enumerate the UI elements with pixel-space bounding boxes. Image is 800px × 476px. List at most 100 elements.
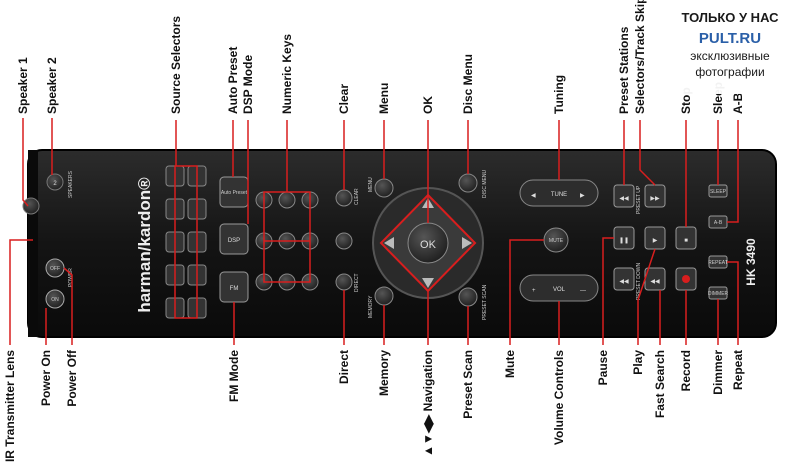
- power-buttons: OFF ON POWER: [45, 258, 74, 309]
- clear-text: CLEAR: [354, 188, 360, 205]
- label-disc-menu: Disc Menu: [461, 54, 475, 114]
- fm-text: FM: [230, 286, 239, 292]
- dsp-mode-button[interactable]: [219, 223, 249, 255]
- label-power-off: Power Off: [65, 349, 79, 407]
- power-off-text: OFF: [50, 266, 60, 272]
- a-b-text: A-B: [714, 220, 723, 226]
- preset-scan-text: PRESET SCAN: [482, 284, 488, 320]
- preset-down-icon: ◀◀: [619, 279, 629, 285]
- numeric-key-zero[interactable]: [335, 232, 353, 250]
- tune-text: TUNE: [551, 192, 567, 198]
- clear-button[interactable]: [335, 189, 353, 207]
- ok-text: OK: [420, 239, 437, 251]
- label-speaker-2: Speaker 2: [45, 57, 59, 114]
- label-mute: Mute: [503, 350, 517, 378]
- disc-menu-button[interactable]: [458, 173, 478, 193]
- callout-line: [637, 248, 656, 345]
- numeric-key[interactable]: [278, 191, 296, 209]
- preset-up-text: PRESET UP: [636, 185, 642, 214]
- callout-bracket: [174, 165, 198, 319]
- sleep-text: SLEEP: [710, 189, 727, 195]
- label-dsp-mode: DSP Mode: [241, 55, 255, 114]
- speakers-text: SPEAKERS: [68, 170, 74, 198]
- label-fast-search: Fast Search: [653, 350, 667, 418]
- watermark-line1: ТОЛЬКО У НАС: [681, 10, 779, 25]
- brand-logo: harman/kardon®: [135, 177, 154, 313]
- callout-line: [509, 239, 544, 345]
- label-repeat: Repeat: [731, 350, 745, 390]
- menu-button[interactable]: [374, 178, 394, 198]
- label-fm-mode: FM Mode: [227, 350, 241, 402]
- disc-menu-text: DISC MENU: [482, 170, 488, 198]
- speaker-1-button[interactable]: [22, 197, 40, 215]
- callout-lines-top: [22, 118, 739, 319]
- tune-up-icon: ▶: [580, 193, 585, 199]
- label-navigation: ▲▼◀▶ Navigation: [421, 350, 435, 457]
- power-off-button[interactable]: [45, 258, 65, 278]
- pause-icon: ❚❚: [619, 237, 629, 244]
- label-auto-preset: Auto Preset: [226, 47, 240, 114]
- mute-text: MUTE: [549, 238, 564, 244]
- dsp-text: DSP: [228, 238, 240, 244]
- preset-down-button[interactable]: [613, 267, 635, 291]
- preset-down-text: PRESET DOWN: [636, 262, 642, 300]
- memory-text: MEMORY: [368, 295, 374, 318]
- volume-minus-icon: —: [580, 288, 586, 294]
- label-selectors-track-skip: Selectors/Track Skip: [633, 0, 647, 114]
- watermark-line3: эксклюзивные: [690, 49, 770, 63]
- watermark-badge: ТОЛЬКО У НАС PULT.RU эксклюзивные фотогр…: [662, 6, 798, 94]
- label-volume-controls: Volume Controls: [552, 350, 566, 445]
- fast-search-icon: ◀◀: [650, 279, 660, 285]
- labels-bottom: IR Transmitter Lens Power On Power Off F…: [3, 349, 745, 462]
- label-memory: Memory: [377, 350, 391, 396]
- watermark-line4: фотографии: [695, 65, 765, 79]
- callout-line: [22, 118, 29, 207]
- transport-buttons: ◀◀ ▶▶ PRESET UP ❚❚ ▶ ■ ◀◀ ◀◀ PRESET DOWN: [613, 184, 697, 300]
- label-pause: Pause: [596, 350, 610, 386]
- preset-scan-button[interactable]: [458, 287, 478, 307]
- label-direct: Direct: [337, 350, 351, 384]
- callout-line: [727, 120, 739, 223]
- speaker-2-button[interactable]: [46, 173, 64, 191]
- label-ir-transmitter-lens: IR Transmitter Lens: [3, 350, 17, 462]
- callout-line: [727, 261, 739, 345]
- callout-line: [602, 237, 614, 345]
- label-clear: Clear: [337, 84, 351, 114]
- callout-line: [639, 120, 656, 186]
- model-label: HK 3490: [744, 238, 758, 286]
- callout-bracket: [263, 191, 311, 283]
- callout-line: [63, 267, 73, 345]
- memory-button[interactable]: [374, 286, 394, 306]
- navigation-pad: OK: [372, 187, 484, 299]
- arrow-left-icon[interactable]: [384, 237, 394, 249]
- labels-top: Speaker 1 Speaker 2 Source Selectors Aut…: [16, 0, 745, 114]
- power-text: POWER: [68, 268, 74, 287]
- callout-lines-bottom: [9, 237, 739, 345]
- label-record: Record: [679, 350, 693, 391]
- label-menu: Menu: [377, 83, 391, 114]
- label-power-on: Power On: [39, 350, 53, 406]
- arrow-down-icon[interactable]: [422, 278, 434, 288]
- power-on-button[interactable]: [45, 289, 65, 309]
- label-speaker-1: Speaker 1: [16, 57, 30, 114]
- arrow-right-icon[interactable]: [462, 237, 472, 249]
- skip-back-icon: ◀◀: [619, 196, 629, 202]
- auto-preset-text: Auto Preset: [221, 190, 248, 196]
- stop-icon: ■: [684, 238, 688, 244]
- record-icon: [682, 275, 690, 283]
- speaker-2-text: 2: [53, 181, 57, 187]
- label-ok: OK: [421, 96, 435, 114]
- speaker-buttons: 2 SPEAKERS: [22, 170, 74, 215]
- menu-text: MENU: [368, 177, 374, 192]
- tune-down-icon: ◀: [531, 193, 536, 199]
- callout-line: [9, 239, 33, 345]
- label-a-b: A-B: [731, 92, 745, 114]
- label-dimmer: Dimmer: [711, 350, 725, 395]
- direct-button[interactable]: [335, 273, 353, 291]
- dimmer-text: DIMMER: [708, 291, 729, 297]
- label-preset-scan: Preset Scan: [461, 350, 475, 419]
- play-icon: ▶: [653, 238, 658, 244]
- label-preset-stations: Preset Stations: [617, 26, 631, 114]
